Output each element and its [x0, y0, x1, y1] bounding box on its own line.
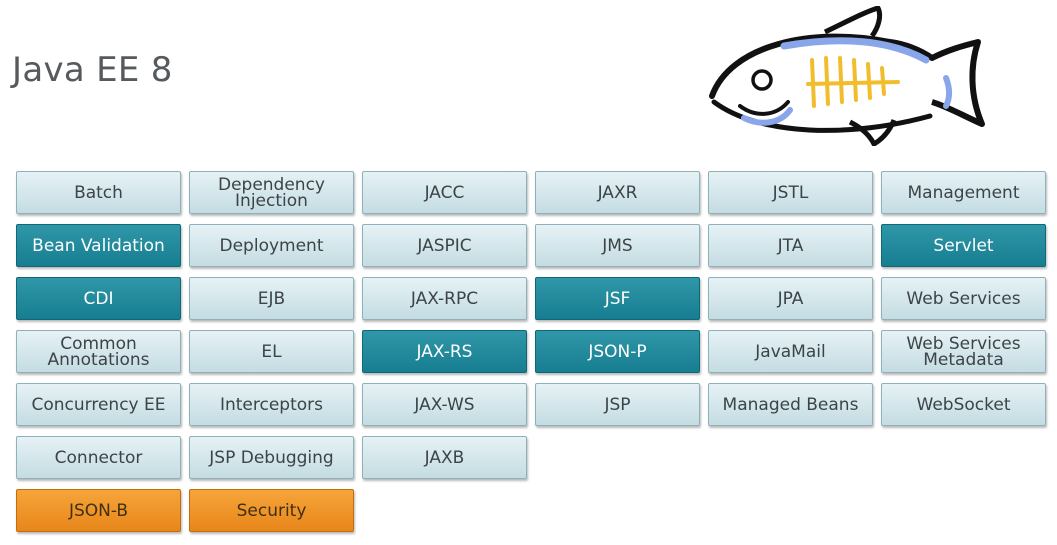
tile-connector: Connector [16, 436, 181, 479]
tile-security: Security [189, 489, 354, 532]
page-title: Java EE 8 [12, 50, 173, 90]
tile-concurrency-ee: Concurrency EE [16, 383, 181, 426]
tile-jta: JTA [708, 224, 873, 267]
tile-web-services: Web Services [881, 277, 1046, 320]
tile-deployment: Deployment [189, 224, 354, 267]
tile-web-services-metadata: Web Services Metadata [881, 330, 1046, 373]
tile-el: EL [189, 330, 354, 373]
tile-jsf: JSF [535, 277, 700, 320]
tile-jsp-debugging: JSP Debugging [189, 436, 354, 479]
tile-json-b: JSON-B [16, 489, 181, 532]
tile-bean-validation: Bean Validation [16, 224, 181, 267]
tile-jax-rs: JAX-RS [362, 330, 527, 373]
tile-jaxb: JAXB [362, 436, 527, 479]
tile-jaspic: JASPIC [362, 224, 527, 267]
tile-jax-rpc: JAX-RPC [362, 277, 527, 320]
tile-dependency-injection: Dependency Injection [189, 171, 354, 214]
tile-common-annotations: Common Annotations [16, 330, 181, 373]
tile-json-p: JSON-P [535, 330, 700, 373]
tile-servlet: Servlet [881, 224, 1046, 267]
tile-managed-beans: Managed Beans [708, 383, 873, 426]
tile-jpa: JPA [708, 277, 873, 320]
tile-javamail: JavaMail [708, 330, 873, 373]
tile-management: Management [881, 171, 1046, 214]
tile-jsp: JSP [535, 383, 700, 426]
tile-jacc: JACC [362, 171, 527, 214]
tile-websocket: WebSocket [881, 383, 1046, 426]
tile-jms: JMS [535, 224, 700, 267]
tile-interceptors: Interceptors [189, 383, 354, 426]
glassfish-logo-icon [700, 5, 990, 148]
tile-jstl: JSTL [708, 171, 873, 214]
tile-jaxr: JAXR [535, 171, 700, 214]
tile-batch: Batch [16, 171, 181, 214]
tile-jax-ws: JAX-WS [362, 383, 527, 426]
tile-cdi: CDI [16, 277, 181, 320]
tile-ejb: EJB [189, 277, 354, 320]
